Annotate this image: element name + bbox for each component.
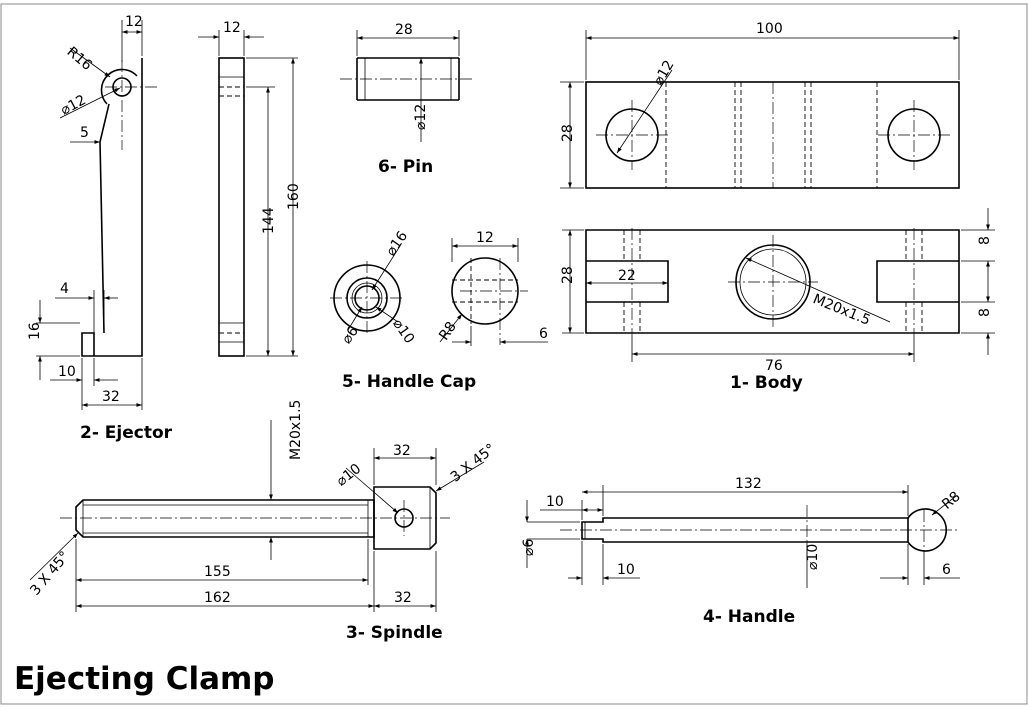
spindle-dim-162: 162 bbox=[204, 590, 231, 606]
body-dim-height-top: 28 bbox=[560, 124, 576, 142]
ejector-side-view bbox=[198, 30, 298, 357]
spindle-dim-155: 155 bbox=[204, 564, 231, 580]
handle-dim-6: 6 bbox=[942, 562, 951, 578]
spindle-dim-chamfer-right: 3 X 45° bbox=[448, 441, 499, 486]
body-dim-76: 76 bbox=[765, 358, 783, 374]
handle-label: 4- Handle bbox=[703, 607, 795, 627]
cap-dim-bore: ⌀6 bbox=[339, 324, 362, 347]
ejector-front-view bbox=[36, 20, 160, 410]
ejector-side-dim-width: 12 bbox=[223, 20, 241, 36]
drawing-title: Ejecting Clamp bbox=[14, 661, 275, 697]
body-label: 1- Body bbox=[730, 373, 803, 393]
ejector-dim-32: 32 bbox=[102, 389, 120, 405]
handle-cap-side-view bbox=[439, 238, 548, 346]
spindle-dim-thread: M20x1.5 bbox=[288, 400, 304, 460]
ejector-dim-10: 10 bbox=[58, 364, 76, 380]
handle-view bbox=[525, 485, 960, 588]
body-dim-8-bottom: 8 bbox=[977, 308, 993, 317]
ejector-dim-16: 16 bbox=[27, 322, 43, 340]
cap-dim-6: 6 bbox=[539, 326, 548, 342]
cap-dim-width: 12 bbox=[476, 230, 494, 246]
body-dim-hole: ⌀12 bbox=[651, 58, 678, 89]
handle-dim-10-bottom: 10 bbox=[617, 562, 635, 578]
body-dim-slot: 22 bbox=[618, 268, 636, 284]
handle-dim-132: 132 bbox=[735, 476, 762, 492]
spindle-dim-hole: ⌀10 bbox=[334, 461, 365, 490]
ejector-dim-width: 12 bbox=[125, 14, 143, 30]
ejector-dim-5: 5 bbox=[80, 125, 89, 141]
body-dim-8-top: 8 bbox=[977, 236, 993, 245]
body-dim-height-front: 28 bbox=[560, 266, 576, 284]
pin-dim-length: 28 bbox=[395, 22, 413, 38]
body-front-view bbox=[562, 208, 995, 362]
body-dim-length: 100 bbox=[756, 21, 783, 37]
ejector-label: 2- Ejector bbox=[80, 423, 173, 443]
pin-dim-diameter: ⌀12 bbox=[413, 104, 429, 130]
sheet-border bbox=[0, 3, 1028, 705]
spindle-view bbox=[29, 420, 485, 612]
handle-cap-front-view bbox=[330, 245, 404, 335]
spindle-dim-chamfer-left: 3 X 45° bbox=[27, 548, 73, 598]
body-dim-thread: M20x1.5 bbox=[811, 291, 873, 328]
ejector-side-dim-160: 160 bbox=[286, 183, 302, 210]
spindle-dim-32-bottom: 32 bbox=[394, 590, 412, 606]
spindle-dim-head-width: 32 bbox=[393, 443, 411, 459]
handle-dim-radius: R8 bbox=[939, 489, 964, 513]
body-top-view bbox=[560, 30, 960, 189]
handle-cap-label: 5- Handle Cap bbox=[342, 372, 476, 392]
cap-dim-outer: ⌀16 bbox=[383, 228, 411, 259]
spindle-label: 3- Spindle bbox=[346, 623, 443, 643]
pin-label: 6- Pin bbox=[378, 157, 433, 177]
handle-dim-dia-6: ⌀6 bbox=[521, 539, 537, 556]
handle-dim-dia-10: ⌀10 bbox=[805, 544, 821, 570]
cap-dim-radius: R8 bbox=[436, 319, 460, 343]
ejector-side-dim-144: 144 bbox=[261, 207, 277, 234]
cap-dim-inner: ⌀10 bbox=[389, 316, 417, 347]
pin-view bbox=[340, 30, 475, 142]
ejector-dim-hole: ⌀12 bbox=[58, 92, 89, 118]
ejector-dim-radius: R16 bbox=[64, 44, 95, 74]
ejector-dim-4: 4 bbox=[60, 281, 69, 297]
handle-dim-10-top: 10 bbox=[546, 494, 564, 510]
